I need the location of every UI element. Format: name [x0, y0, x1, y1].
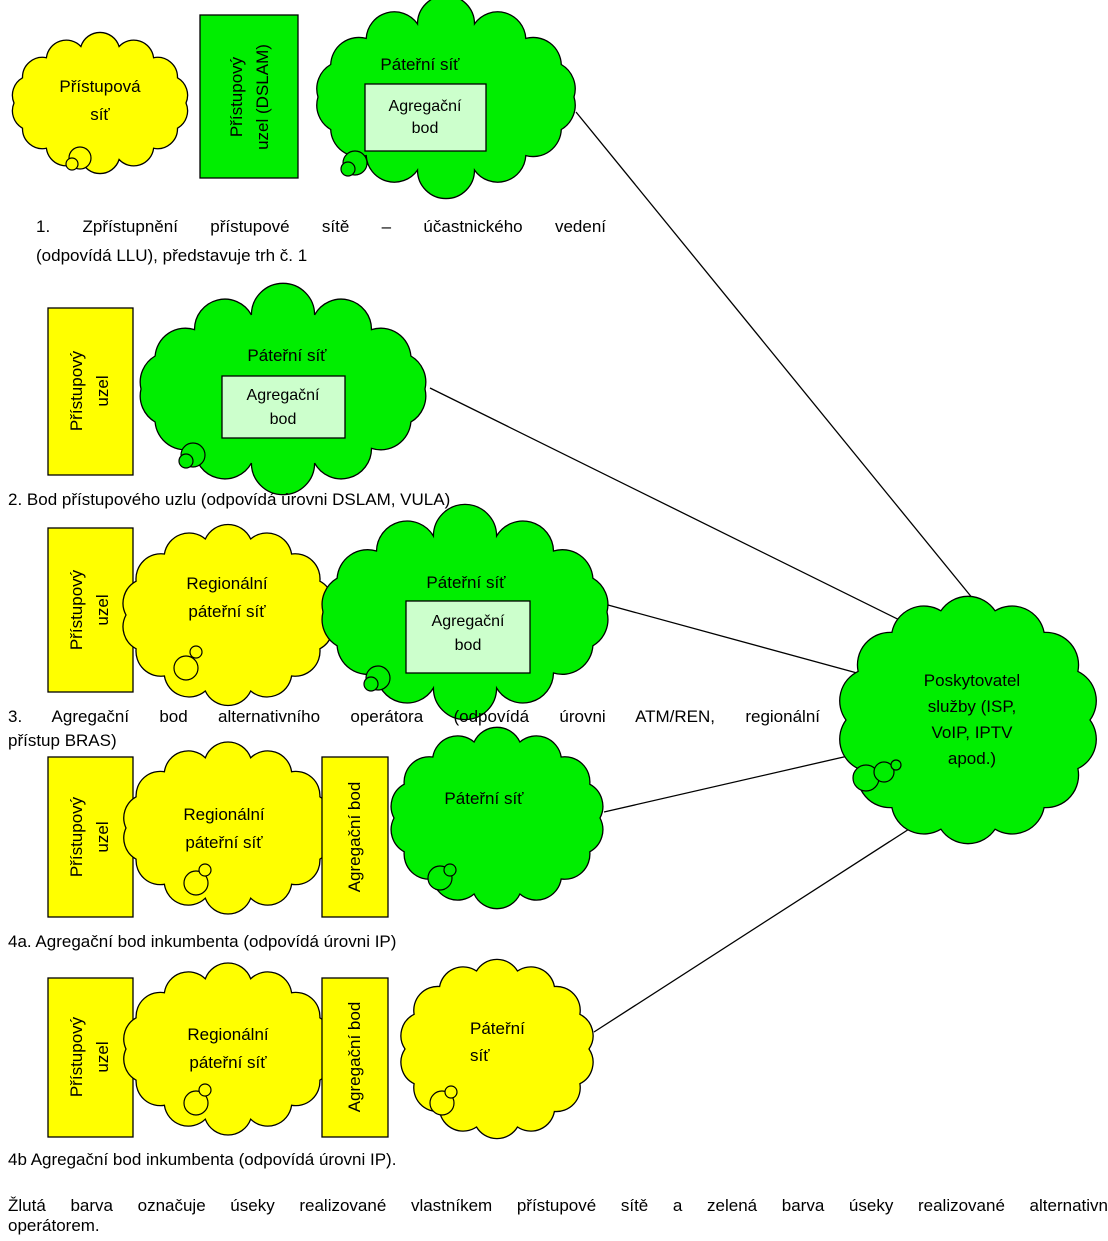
service-provider-cloud — [839, 595, 1097, 845]
access-node-dslam-label: Přístupový — [227, 56, 246, 137]
regional-backbone-cloud — [122, 523, 334, 707]
aggregation-point-label: bod — [270, 411, 297, 428]
access-node-label: uzel — [93, 1041, 112, 1072]
connector-lines — [429, 111, 1001, 1033]
backbone-cloud — [390, 726, 604, 910]
line-scenario-4a — [603, 755, 849, 813]
regional-backbone-cloud-bubble — [198, 863, 212, 877]
access-node-box — [47, 307, 134, 476]
access-network-label: Přístupová — [59, 77, 141, 96]
caption-3-line-2: přístup BRAS) — [8, 731, 117, 750]
regional-backbone-cloud-bubble — [183, 1090, 209, 1116]
backbone-label: Páteřní síť — [444, 789, 524, 808]
aggregation-point-vertical-box — [321, 977, 389, 1138]
access-node-label: uzel — [93, 375, 112, 406]
access-node-label: Přístupový — [67, 1016, 86, 1097]
line-scenario-1 — [575, 111, 1001, 633]
caption-1-line-1: 1. Zpřístupnění přístupové sítě – účastn… — [36, 217, 606, 236]
regional-backbone-label: páteřní síť — [185, 833, 263, 852]
caption-4a: 4a. Agregační bod inkumbenta (odpovídá ú… — [8, 932, 397, 951]
access-node-dslam-box — [199, 14, 299, 179]
aggregation-point-box — [364, 83, 487, 152]
service-provider-label: VoIP, IPTV — [932, 723, 1014, 742]
regional-backbone-label: Regionální — [187, 1025, 269, 1044]
regional-backbone-cloud-bubble — [173, 655, 199, 681]
service-provider-cloud-bubble — [890, 759, 902, 771]
aggregation-point-box — [221, 375, 346, 439]
aggregation-point-label: Agregační bod — [345, 782, 364, 893]
backbone-label: Páteřní síť — [247, 346, 327, 365]
access-network-label: síť — [90, 105, 110, 124]
aggregation-point-vertical-box — [321, 756, 389, 918]
caption-2: 2. Bod přístupového uzlu (odpovídá úrovn… — [8, 490, 451, 509]
access-network-cloud-bubble — [65, 157, 79, 171]
regional-backbone-label: Regionální — [186, 574, 268, 593]
aggregation-point-label: Agregační — [432, 613, 505, 630]
regional-backbone-cloud-bubble — [183, 870, 209, 896]
service-provider-label: služby (ISP, — [928, 697, 1017, 716]
caption-3-line-1: 3. Agregační bod alternativního operátor… — [8, 707, 820, 726]
service-provider-label: apod.) — [948, 749, 996, 768]
aggregation-point-box — [405, 600, 531, 674]
access-node-box — [47, 756, 134, 918]
line-scenario-2 — [429, 387, 941, 641]
access-node-label: Přístupový — [67, 350, 86, 431]
access-node-dslam-label: uzel (DSLAM) — [253, 44, 272, 150]
access-network-cloud — [11, 31, 189, 175]
service-provider-cloud-bubble — [873, 761, 895, 783]
service-provider-label: Poskytovatel — [924, 671, 1020, 690]
footer-line-2: operátorem. — [8, 1216, 100, 1235]
backbone-cloud-bubble — [443, 863, 457, 877]
aggregation-point-label: bod — [455, 637, 482, 654]
backbone-label: Páteřní síť — [380, 55, 460, 74]
backbone-cloud-bubble — [178, 453, 194, 469]
aggregation-point-label: bod — [412, 120, 439, 137]
regional-backbone-cloud-bubble — [198, 1083, 212, 1097]
backbone-label: Páteřní síť — [426, 573, 506, 592]
access-node-label: uzel — [93, 594, 112, 625]
caption-4b: 4b Agregační bod inkumbenta (odpovídá úr… — [8, 1150, 397, 1169]
regional-backbone-label: Regionální — [183, 805, 265, 824]
regional-backbone-cloud — [123, 741, 333, 915]
line-scenario-4b — [593, 821, 921, 1033]
backbone-cloud-bubble — [340, 161, 356, 177]
access-node-label: uzel — [93, 821, 112, 852]
caption-1-line-2: (odpovídá LLU), představuje trh č. 1 — [36, 246, 308, 265]
regional-backbone-cloud — [123, 962, 333, 1136]
access-node-label: Přístupový — [67, 569, 86, 650]
regional-backbone-label: páteřní síť — [189, 1053, 267, 1072]
backbone-cloud — [400, 958, 594, 1140]
backbone-cloud-bubble — [444, 1085, 458, 1099]
regional-backbone-label: páteřní síť — [188, 602, 266, 621]
aggregation-point-label: Agregační — [389, 98, 462, 115]
backbone-cloud-bubble — [363, 676, 379, 692]
backbone-label: síť — [470, 1046, 490, 1065]
line-scenario-3 — [607, 604, 869, 677]
access-node-box — [47, 977, 134, 1138]
access-node-box — [47, 527, 134, 693]
footer-line-1: Žlutá barva označuje úseky realizované v… — [8, 1196, 1108, 1215]
access-node-label: Přístupový — [67, 796, 86, 877]
backbone-label: Páteřní — [470, 1019, 525, 1038]
aggregation-point-label: Agregační bod — [345, 1002, 364, 1113]
regional-backbone-cloud-bubble — [189, 645, 203, 659]
aggregation-point-label: Agregační — [247, 387, 320, 404]
